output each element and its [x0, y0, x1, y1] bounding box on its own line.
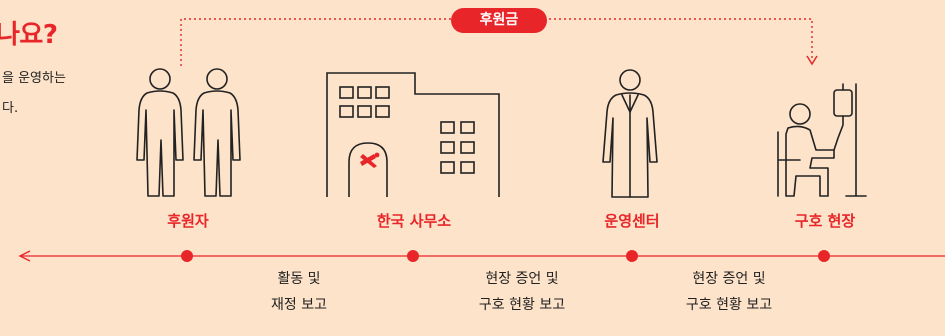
doctor-icon	[602, 69, 658, 198]
report-arrowhead	[18, 250, 31, 262]
report-office-status: 현장 증언 및 구호 현황 보고	[479, 266, 565, 318]
report-line: 현장 증언 및	[692, 271, 766, 287]
stage-label-operation-centre: 운영센터	[604, 212, 660, 230]
report-line: 현장 증언 및	[485, 271, 559, 287]
msf-logo-icon	[360, 152, 380, 168]
stage-label-korea-office: 한국 사무소	[376, 212, 452, 230]
patient-iv-icon	[777, 83, 867, 197]
report-line: 구호 현황 보고	[685, 297, 773, 313]
report-line: 구호 현황 보고	[478, 297, 566, 313]
stage-label-field: 구호 현장	[794, 212, 856, 230]
donation-flow-arrowhead	[806, 55, 818, 66]
section-description: 을 운영하는 다.	[2, 64, 66, 124]
description-line-1: 을 운영하는	[2, 71, 66, 86]
timeline-dot	[626, 250, 638, 262]
report-centre-status: 현장 증언 및 구호 현황 보고	[686, 266, 772, 318]
donation-flow-label: 후원금	[451, 8, 547, 33]
timeline-dot	[818, 250, 830, 262]
report-activity-finance: 활동 및 재정 보고	[271, 266, 327, 318]
report-line: 활동 및	[277, 271, 321, 287]
donor-icon	[136, 68, 241, 197]
office-building-icon	[326, 72, 500, 197]
timeline-dot	[407, 250, 419, 262]
section-heading: 나요?	[0, 20, 58, 50]
timeline-dot	[181, 250, 193, 262]
report-line: 재정 보고	[271, 297, 327, 313]
description-line-2: 다.	[2, 101, 19, 116]
stage-label-donor: 후원자	[167, 212, 209, 230]
